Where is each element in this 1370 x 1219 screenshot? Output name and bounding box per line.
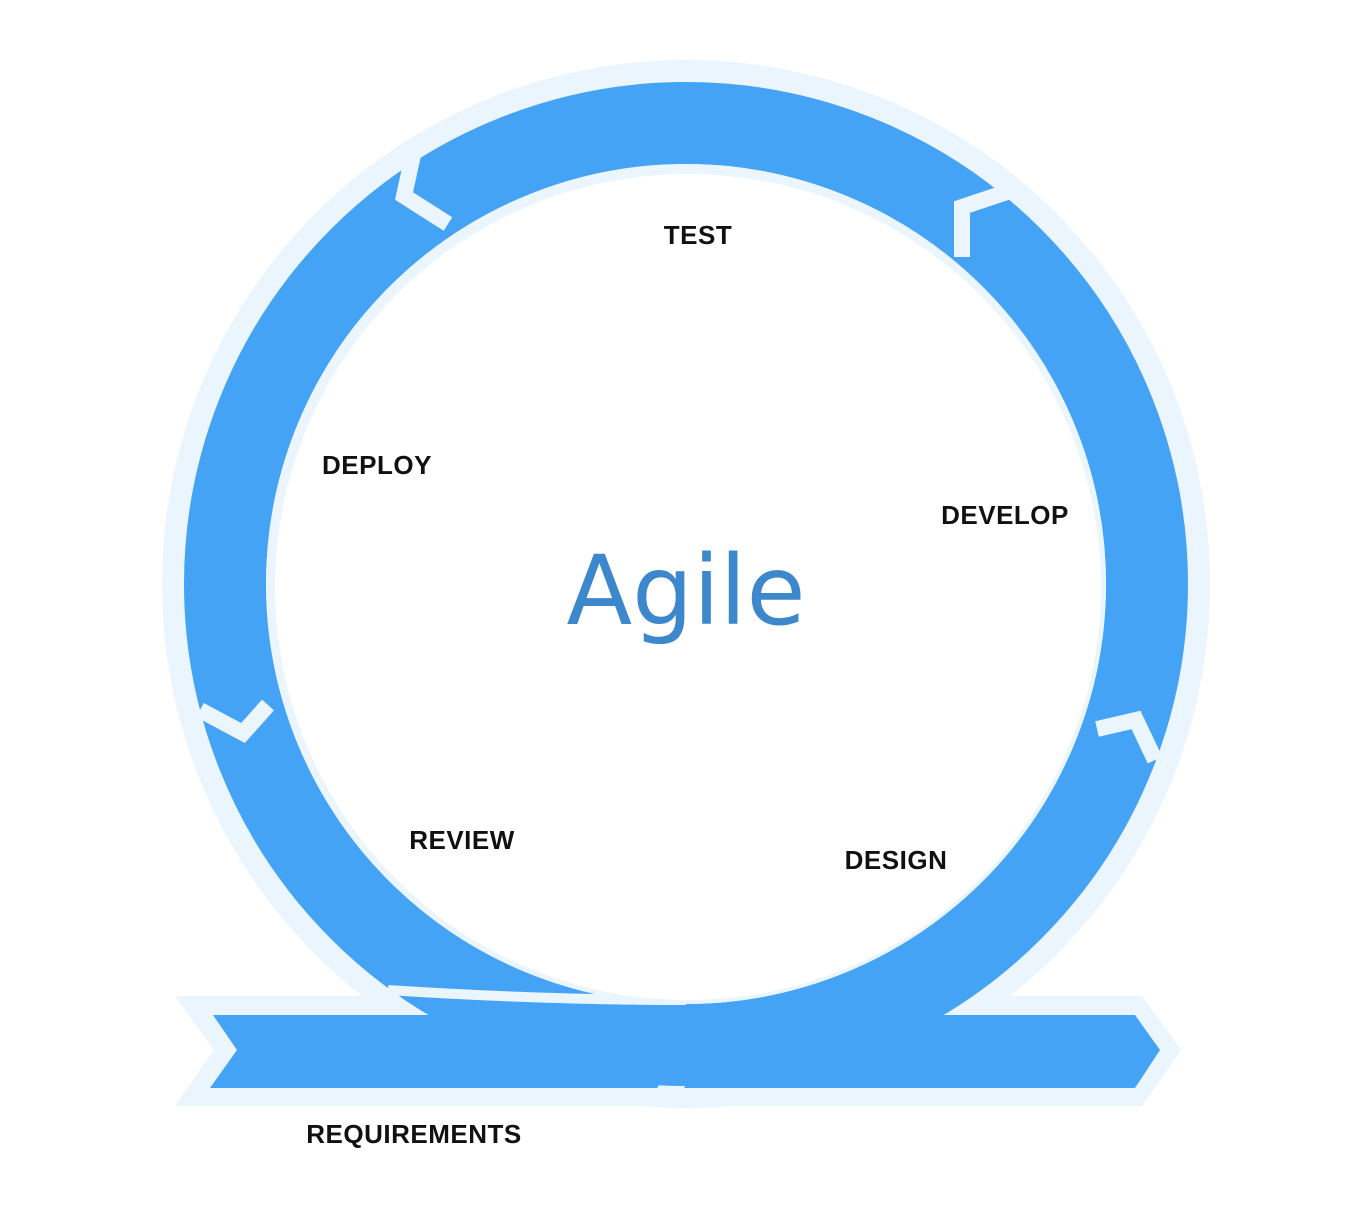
phase-label-requirements: REQUIREMENTS	[306, 1119, 521, 1149]
requirements-bar-left	[210, 1015, 685, 1088]
gap-develop-design	[1095, 710, 1163, 764]
phase-label-review: REVIEW	[409, 825, 515, 855]
requirements-bar-right	[684, 1015, 1160, 1088]
phase-label-design: DESIGN	[845, 845, 948, 875]
cycle-ring	[184, 82, 1188, 1086]
gap-test-develop	[954, 184, 1010, 257]
ring-segment-gaps	[196, 153, 1163, 764]
gap-review-deploy	[196, 699, 274, 744]
inner-circle	[275, 174, 1101, 1000]
phase-label-test: TEST	[664, 220, 732, 250]
gap-deploy-test	[394, 153, 453, 231]
phase-label-deploy: DEPLOY	[322, 450, 432, 480]
center-title: Agile	[566, 535, 805, 647]
phase-label-develop: DEVELOP	[941, 500, 1069, 530]
